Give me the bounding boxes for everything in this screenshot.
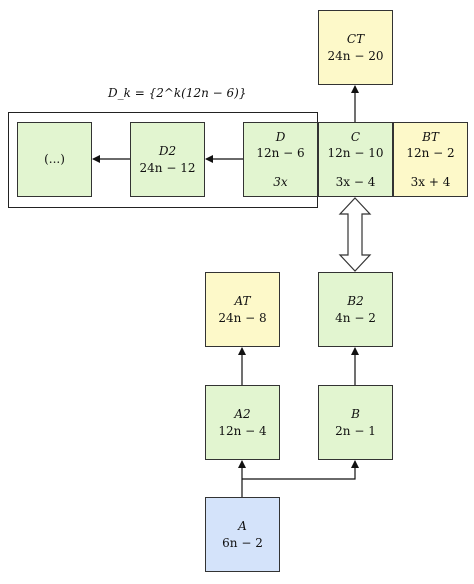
node-b: B 2n − 1 [318, 385, 393, 460]
group-label: D_k = {2^k(12n − 6)} [108, 86, 247, 100]
node-d: D 12n − 6 3x [243, 122, 318, 197]
node-bt: BT 12n − 2 3x + 4 [393, 122, 468, 197]
node-at: AT 24n − 8 [205, 272, 280, 347]
node-ct: CT 24n − 20 [318, 10, 393, 85]
node-d2: D2 24n − 12 [130, 122, 205, 197]
double-arrow-c-b2 [338, 197, 372, 272]
node-c: C 12n − 10 3x − 4 [318, 122, 393, 197]
node-a2: A2 12n − 4 [205, 385, 280, 460]
node-ellipsis: (...) [17, 122, 92, 197]
arrow-a-to-b [242, 460, 359, 480]
node-a: A 6n − 2 [205, 497, 280, 572]
node-b2: B2 4n − 2 [318, 272, 393, 347]
